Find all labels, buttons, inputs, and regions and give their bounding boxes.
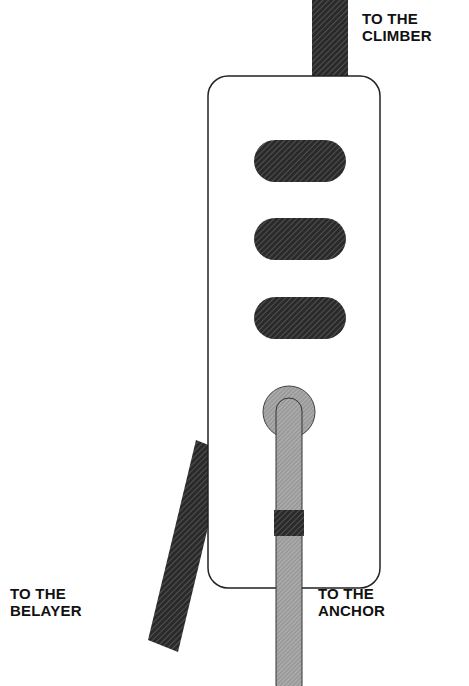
anchor-cord	[276, 398, 302, 686]
climber-label: TO THE CLIMBER	[362, 10, 444, 44]
anchor-label: TO THE ANCHOR	[318, 585, 398, 619]
slot	[254, 218, 346, 260]
slot	[254, 140, 346, 182]
slot	[254, 297, 346, 339]
cord-knot	[274, 510, 304, 536]
belay-plate	[208, 76, 380, 588]
belayer-label: TO THE BELAYER	[10, 585, 94, 619]
